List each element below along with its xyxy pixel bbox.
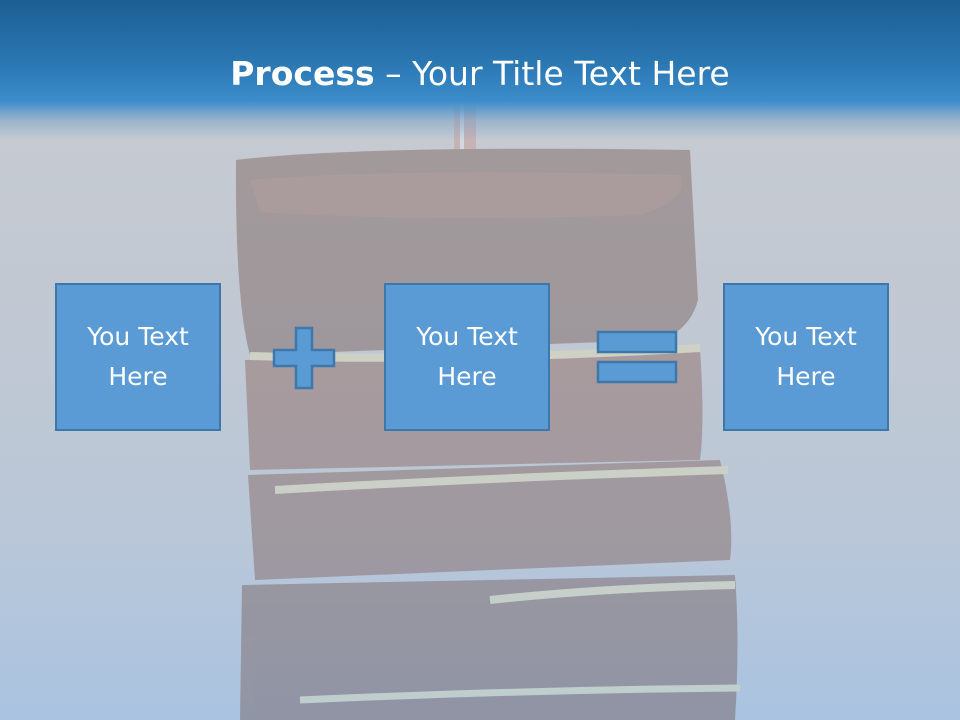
text-box-2-line1: You Text	[416, 322, 518, 351]
slide-title: Process – Your Title Text Here	[0, 52, 960, 96]
title-rest-part: – Your Title Text Here	[374, 54, 730, 93]
plus-sign-icon	[272, 326, 336, 390]
equals-sign-icon	[596, 330, 678, 384]
text-box-2[interactable]: You Text Here	[384, 283, 550, 431]
text-box-3-line1: You Text	[755, 322, 857, 351]
text-box-1-line2: Here	[108, 362, 168, 391]
text-box-1[interactable]: You Text Here	[55, 283, 221, 431]
title-bold-part: Process	[230, 54, 375, 93]
text-box-3-line2: Here	[776, 362, 836, 391]
text-box-2-line2: Here	[437, 362, 497, 391]
header-band	[0, 0, 960, 140]
text-box-3[interactable]: You Text Here	[723, 283, 889, 431]
text-box-1-line1: You Text	[87, 322, 189, 351]
